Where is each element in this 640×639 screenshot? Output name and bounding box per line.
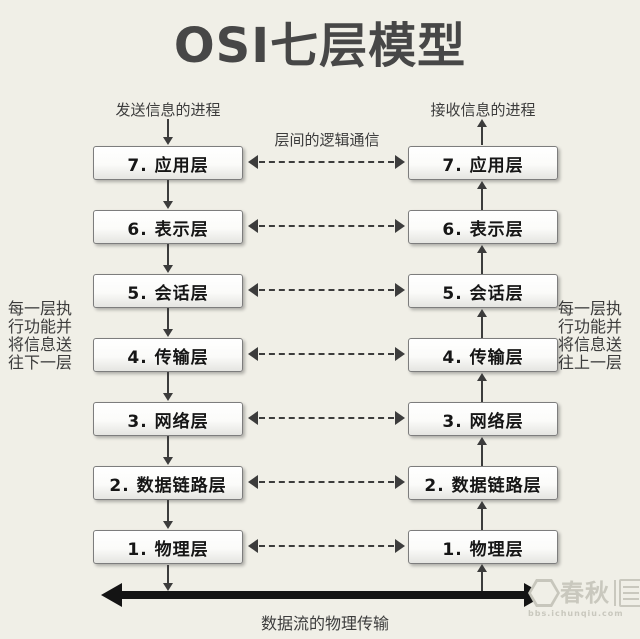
dashed-arrow-icon xyxy=(248,411,405,425)
layer-box-left-application: 7. 应用层 xyxy=(93,146,243,180)
down-arrow-icon xyxy=(163,372,173,401)
down-arrow-icon xyxy=(163,500,173,529)
dashed-arrow-icon xyxy=(248,347,405,361)
up-arrow-icon xyxy=(477,181,487,210)
dashed-arrow-icon xyxy=(248,475,405,489)
layer-box-left-transport: 4. 传输层 xyxy=(93,338,243,372)
down-arrow-icon xyxy=(163,565,173,591)
up-arrow-icon xyxy=(477,309,487,338)
watermark-divider xyxy=(614,580,616,606)
layer-box-right-application: 7. 应用层 xyxy=(408,146,558,180)
right-side-note-line: 将信息送 xyxy=(558,335,623,354)
watermark-url: bbs.ichunqiu.com xyxy=(528,609,624,618)
watermark-seal-icon xyxy=(619,579,640,607)
hexagon-logo-icon xyxy=(528,579,560,607)
logical-communication-label: 层间的逻辑通信 xyxy=(274,131,380,149)
layer-box-right-presentation: 6. 表示层 xyxy=(408,210,558,244)
right-side-note: 每一层执 行功能并 将信息送 往上一层 xyxy=(558,300,640,372)
layer-box-right-datalink: 2. 数据链路层 xyxy=(408,466,558,500)
dashed-arrow-icon xyxy=(248,283,405,297)
dashed-arrow-icon xyxy=(248,219,405,233)
up-arrow-icon xyxy=(477,245,487,274)
left-side-note-line: 每一层执 xyxy=(8,299,73,318)
down-arrow-icon xyxy=(163,180,173,209)
up-arrow-icon xyxy=(477,119,487,145)
dashed-arrow-icon xyxy=(248,155,405,169)
down-arrow-icon xyxy=(163,244,173,273)
layer-box-left-datalink: 2. 数据链路层 xyxy=(93,466,243,500)
layer-box-left-presentation: 6. 表示层 xyxy=(93,210,243,244)
dashed-arrow-icon xyxy=(248,539,405,553)
layer-box-left-physical: 1. 物理层 xyxy=(93,530,243,564)
right-side-note-line: 行功能并 xyxy=(558,317,623,336)
receiver-process-label: 接收信息的进程 xyxy=(430,101,536,119)
left-side-note: 每一层执 行功能并 将信息送 往下一层 xyxy=(8,300,92,372)
left-side-note-line: 将信息送 xyxy=(8,335,73,354)
sender-process-label: 发送信息的进程 xyxy=(115,101,221,119)
layer-box-right-physical: 1. 物理层 xyxy=(408,530,558,564)
left-side-note-line: 往下一层 xyxy=(8,353,73,372)
layer-box-left-network: 3. 网络层 xyxy=(93,402,243,436)
left-side-note-line: 行功能并 xyxy=(8,317,73,336)
physical-transmission-arrow-icon xyxy=(101,583,545,607)
up-arrow-icon xyxy=(477,437,487,466)
layer-box-right-network: 3. 网络层 xyxy=(408,402,558,436)
watermark-logo-text: 春秋 xyxy=(560,579,610,607)
watermark-logo: 春秋 xyxy=(528,578,640,608)
layer-box-right-session: 5. 会话层 xyxy=(408,274,558,308)
watermark: 春秋 bbs.ichunqiu.com xyxy=(528,578,640,618)
down-arrow-icon xyxy=(163,308,173,337)
down-arrow-icon xyxy=(163,436,173,465)
up-arrow-icon xyxy=(477,564,487,591)
down-arrow-icon xyxy=(163,119,173,145)
physical-transmission-label: 数据流的物理传输 xyxy=(260,614,389,633)
layer-box-left-session: 5. 会话层 xyxy=(93,274,243,308)
right-side-note-line: 每一层执 xyxy=(558,299,623,318)
right-side-note-line: 往上一层 xyxy=(558,353,623,372)
layer-box-right-transport: 4. 传输层 xyxy=(408,338,558,372)
up-arrow-icon xyxy=(477,501,487,530)
up-arrow-icon xyxy=(477,373,487,402)
page-title: OSI七层模型 xyxy=(173,18,467,74)
